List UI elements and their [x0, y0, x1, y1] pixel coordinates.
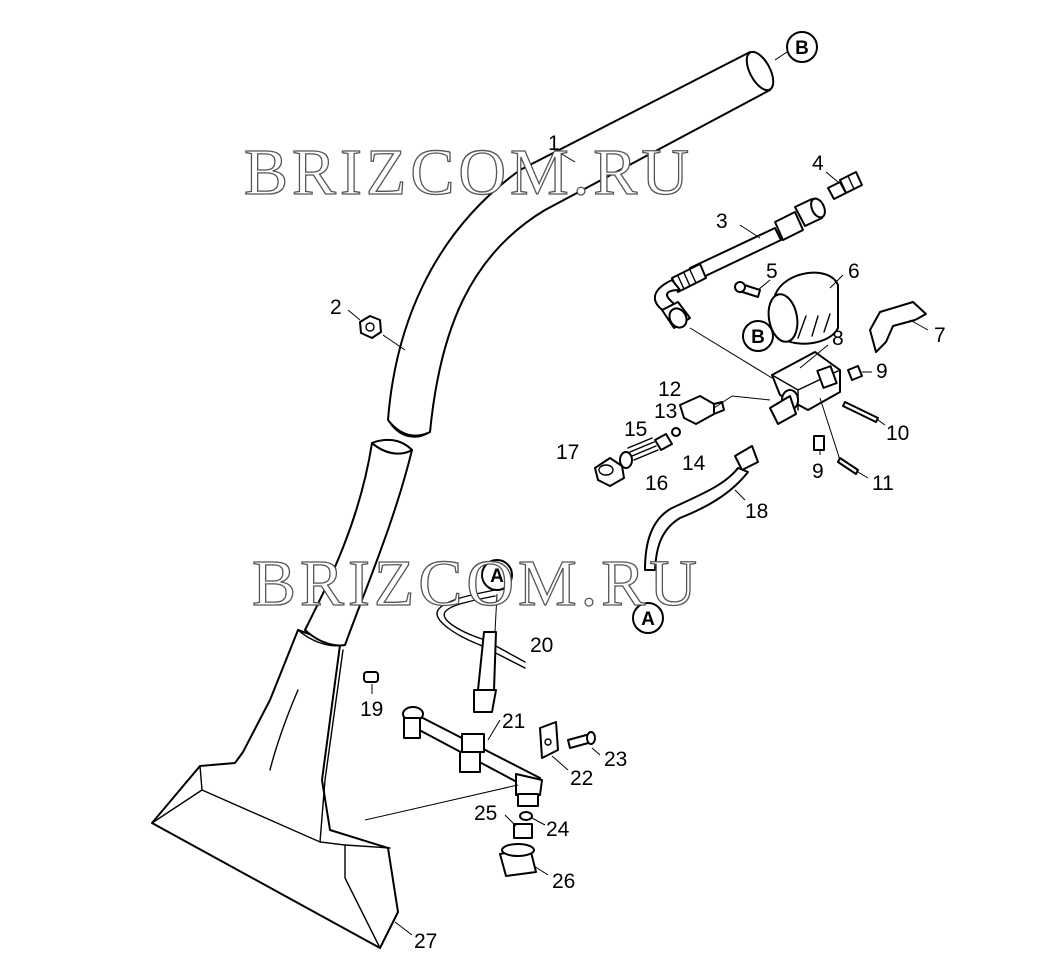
label-27: 27	[414, 930, 437, 953]
svg-text:A: A	[641, 609, 655, 630]
wand-tube-lower	[304, 438, 413, 647]
label-12: 12	[658, 378, 681, 401]
label-23: 23	[604, 748, 627, 771]
label-10: 10	[886, 422, 909, 445]
label-11: 11	[872, 472, 894, 495]
wand-tube-upper	[387, 50, 775, 438]
label-2: 2	[330, 296, 342, 319]
hose-18	[644, 395, 797, 571]
label-20: 20	[530, 634, 553, 657]
label-7: 7	[934, 324, 946, 347]
pin-19	[363, 671, 379, 683]
svg-text:A: A	[490, 566, 504, 587]
hose-3	[653, 197, 826, 329]
nut-2	[359, 315, 382, 339]
label-18: 18	[745, 500, 768, 523]
screw-23	[567, 731, 596, 749]
callout-a-hose: A	[632, 602, 664, 634]
watermark-middle: BRIZCOM.RU	[252, 547, 701, 620]
label-4: 4	[812, 152, 824, 175]
label-21: 21	[502, 710, 525, 733]
label-17: 17	[556, 441, 579, 464]
label-13: 13	[654, 400, 677, 423]
label-9b: 9	[812, 460, 824, 483]
callout-a-lance: A	[481, 559, 513, 591]
fasteners-9-10-11	[813, 365, 879, 475]
nozzle-parts-24-26	[499, 811, 537, 877]
clamp-sleeve-6	[767, 271, 839, 345]
watermark-top: BRIZCOM.RU	[244, 136, 693, 209]
svg-text:B: B	[795, 38, 809, 59]
leader-lines	[347, 49, 929, 936]
bracket-7	[869, 301, 927, 353]
label-9a: 9	[876, 360, 888, 383]
nipple-4	[827, 171, 863, 200]
label-19: 19	[360, 698, 383, 721]
label-16: 16	[645, 472, 668, 495]
label-15: 15	[624, 418, 647, 441]
label-1: 1	[548, 132, 560, 155]
label-22: 22	[570, 767, 593, 790]
lance-20	[436, 589, 526, 713]
valve-internals-12-17	[594, 395, 725, 487]
label-26: 26	[552, 870, 575, 893]
label-3: 3	[716, 210, 728, 233]
part-numbers: 1 2 3 4 5 6 7 8 9 9 10 11 12 13 14 15 16…	[330, 132, 946, 953]
spray-bar-21	[402, 706, 543, 807]
label-14: 14	[682, 452, 706, 475]
plate-22	[539, 721, 559, 759]
screw-5	[734, 281, 761, 298]
label-8: 8	[832, 327, 844, 350]
callout-b-top: B	[786, 31, 818, 63]
label-25: 25	[474, 802, 497, 825]
label-5: 5	[766, 260, 778, 283]
floor-nozzle-27	[151, 629, 399, 949]
callout-b-clamp: B	[742, 320, 774, 352]
label-24: 24	[546, 818, 570, 841]
svg-text:B: B	[751, 327, 765, 348]
label-6: 6	[848, 260, 860, 283]
